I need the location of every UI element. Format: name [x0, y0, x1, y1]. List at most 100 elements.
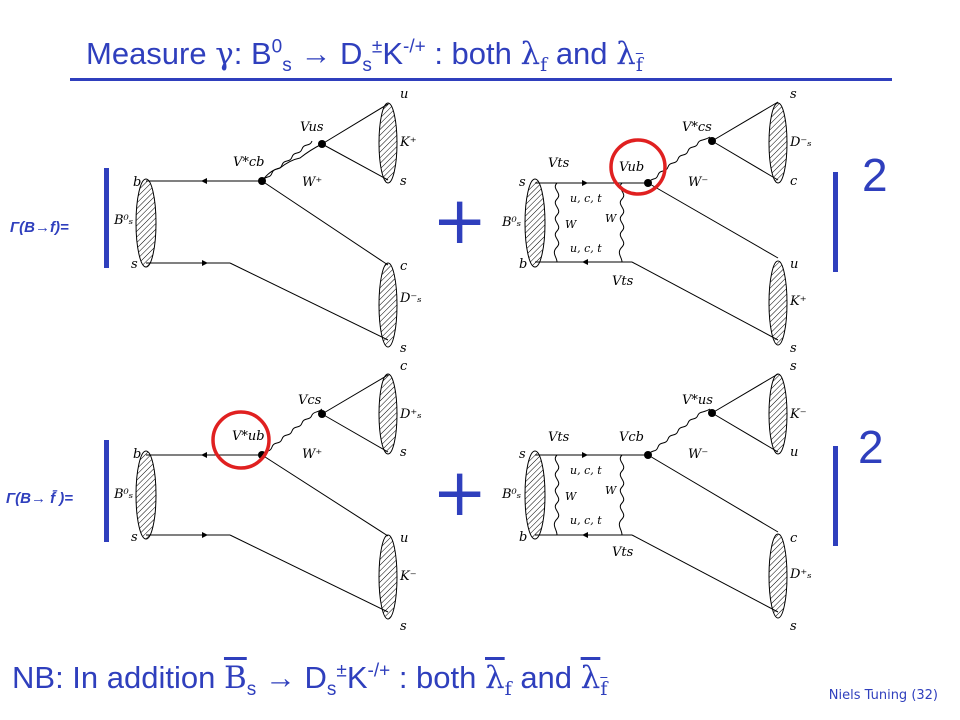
s-spectator — [631, 534, 779, 613]
nb-k-sup: -/+ — [367, 660, 391, 682]
slide-credit: Niels Tuning (32) — [828, 688, 938, 703]
label-w1: W — [565, 218, 578, 231]
k-legs — [711, 373, 779, 453]
w-boson-right — [618, 454, 625, 536]
label-wm: W⁻ — [688, 175, 708, 190]
label-w2: W — [605, 484, 618, 497]
nb-lambda-f-sub: f — [504, 678, 512, 701]
label-s: s — [519, 447, 526, 462]
label-ds: D⁻ₛ — [399, 291, 422, 306]
title-pm: ± — [371, 36, 383, 58]
diagram-bottom-left: b B⁰ₛ s c D⁺ₛ s u K⁻ s Vcs V*ub W⁺ — [113, 359, 422, 634]
nb-lambda-fbar: λ — [580, 660, 601, 696]
label-b: b — [133, 447, 141, 462]
vertex — [318, 140, 326, 148]
lambda-fbar-sub: f — [635, 54, 643, 77]
gamma-symbol: γ — [215, 36, 234, 72]
label-s: s — [131, 257, 138, 272]
w-boson-left — [553, 182, 560, 263]
label-kminus: K⁻ — [399, 569, 417, 584]
label-vts: Vts — [548, 430, 570, 445]
label-u: u — [400, 87, 408, 102]
label-kminus: K⁻ — [789, 407, 807, 422]
exponent-bottom: 2 — [858, 421, 884, 473]
label-b: b — [519, 257, 527, 272]
label-w: W⁺ — [302, 175, 322, 190]
label-s2: s — [790, 87, 797, 102]
label-s: s — [519, 175, 526, 190]
label-vus: V*us — [682, 393, 713, 408]
label-s3: s — [400, 341, 407, 356]
gamma-b-to-f-label: Γ(B→f)= — [10, 219, 69, 236]
vertex — [258, 177, 266, 185]
lambda-f: λ — [520, 36, 541, 72]
label-ds: D⁻ₛ — [789, 135, 812, 150]
w-minus — [647, 408, 711, 456]
s-spectator — [229, 534, 389, 613]
label-vus: Vus — [300, 120, 324, 135]
label-uct2: u, c, t — [570, 514, 602, 527]
label-vub: Vub — [619, 160, 644, 175]
nb-arrow: → D — [256, 660, 327, 695]
label-s: s — [131, 530, 138, 545]
label-c: c — [790, 174, 798, 189]
abs-bar-right-top — [833, 172, 838, 272]
w-minus — [647, 136, 711, 184]
label-b: b — [519, 530, 527, 545]
label-s2: s — [790, 359, 797, 374]
u-line — [261, 454, 389, 537]
label-w1: W — [565, 490, 578, 503]
label-bs: B⁰ₛ — [113, 213, 133, 228]
gamma-b-to-fbar-label: Γ(B→ f̄ )= — [6, 490, 74, 507]
nb-both: : both — [390, 660, 485, 695]
abs-bar-left-bottom — [104, 440, 109, 542]
vertex — [708, 137, 716, 145]
bs-blob — [524, 450, 546, 540]
label-c: c — [400, 259, 408, 274]
vertex — [708, 409, 716, 417]
label-bs: B⁰ₛ — [501, 487, 521, 502]
title-underline — [70, 78, 892, 81]
diagram-top-right: s B⁰ₛ b Vts Vub Vts u, c, t u, c, t W W … — [501, 87, 812, 356]
label-kplus: K⁺ — [789, 294, 807, 309]
label-c: c — [400, 359, 408, 374]
label-dsplus: D⁺ₛ — [789, 567, 812, 582]
bs-blob — [135, 450, 157, 540]
title-both: : both — [425, 36, 521, 71]
w-boson — [261, 408, 323, 456]
vertex — [318, 410, 326, 418]
label-uct: u, c, t — [570, 192, 602, 205]
u-line — [647, 182, 779, 259]
s-spectator — [631, 261, 779, 341]
title-bmeson: : B — [233, 36, 272, 71]
w-boson — [261, 143, 323, 182]
nb-prefix: NB: In addition — [12, 660, 224, 695]
w-boson-right — [618, 182, 625, 263]
ds-legs — [321, 374, 389, 453]
w-boson-left — [553, 454, 560, 536]
vertex — [644, 179, 652, 187]
exponent-top: 2 — [862, 149, 888, 201]
title-arrow: → D — [291, 36, 363, 71]
vub-highlight-circle — [211, 410, 271, 470]
label-u: u — [400, 531, 408, 546]
title-text: Measure — [86, 36, 216, 71]
dsplus-blob — [378, 373, 398, 455]
nb-note: NB: In addition Bs → Ds±K-/+ : both λf a… — [12, 660, 607, 701]
label-vts2: Vts — [612, 274, 634, 289]
nb-and: and — [511, 660, 581, 695]
label-kplus: K⁺ — [399, 135, 417, 150]
label-s2: s — [400, 174, 407, 189]
label-bs: B⁰ₛ — [501, 215, 521, 230]
vub-highlight-circle — [609, 138, 667, 196]
label-w: W⁺ — [302, 447, 322, 462]
label-bs: B⁰ₛ — [113, 487, 133, 502]
abs-bar-left-top — [104, 168, 109, 268]
nb-lambda-f: λ — [485, 660, 505, 696]
title-k: K — [382, 36, 403, 71]
label-b: b — [133, 175, 141, 190]
lambda-fbar: λ — [616, 36, 636, 72]
c-line — [647, 454, 779, 533]
c-line — [261, 180, 389, 266]
